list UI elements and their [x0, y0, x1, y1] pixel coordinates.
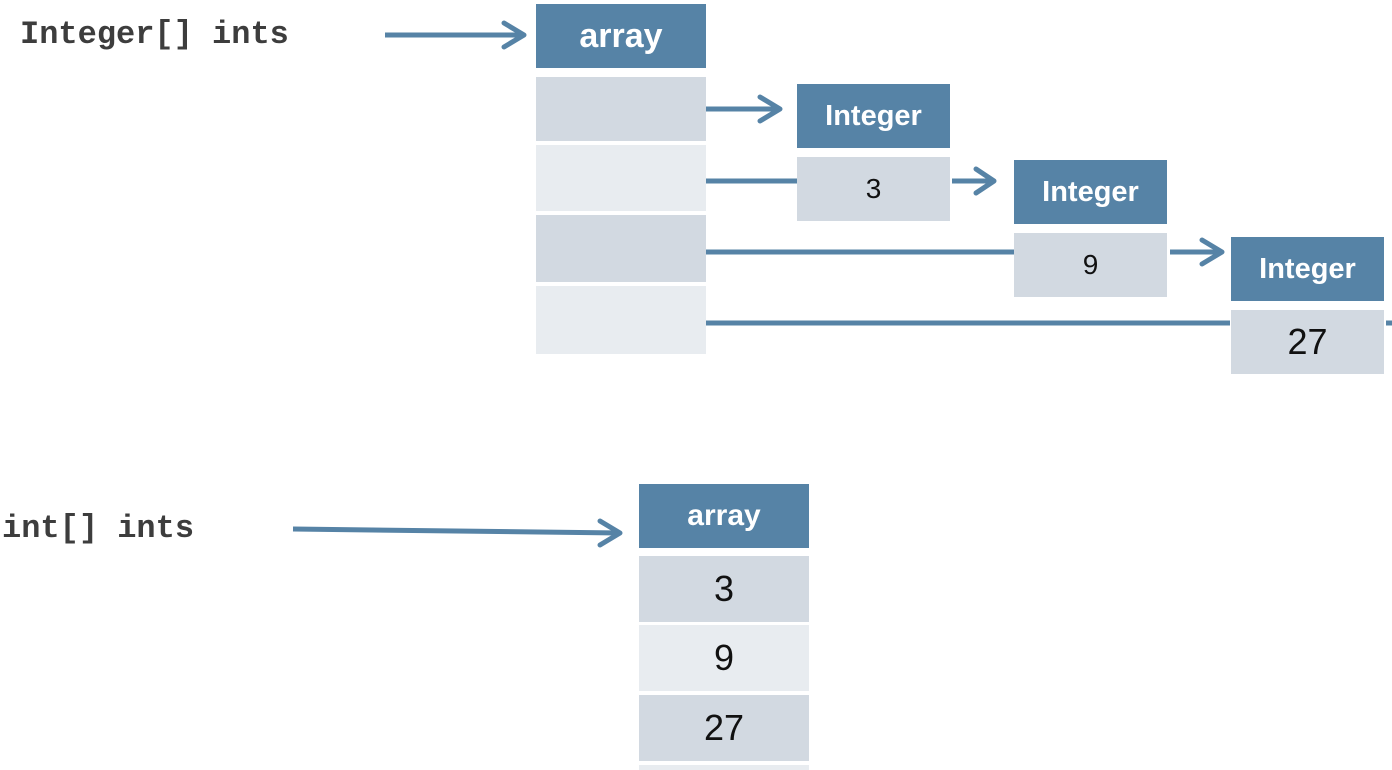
integer-array-declaration: Integer[] ints — [20, 16, 289, 53]
integer-object-1-header: Integer — [797, 84, 950, 148]
bottom-array-cell-3: 27 — [639, 695, 809, 761]
integer-object-2-header: Integer — [1014, 160, 1167, 224]
top-variable-arrow — [385, 20, 527, 50]
top-array-slot-1 — [536, 77, 706, 141]
top-array-slot-4 — [536, 286, 706, 354]
top-array-slot-3 — [536, 215, 706, 282]
top-array-slot-2 — [536, 145, 706, 211]
integer-object-1-value: 3 — [797, 157, 950, 221]
bottom-array-header: array — [639, 484, 809, 548]
bottom-array-cell-1: 3 — [639, 556, 809, 622]
bottom-array-cell-2: 9 — [639, 625, 809, 691]
integer-object-3-value: 27 — [1231, 310, 1384, 374]
bottom-array-cell-4 — [639, 765, 809, 770]
int-array-declaration: int[] ints — [2, 510, 195, 547]
integer-object-2-value: 9 — [1014, 233, 1167, 297]
integer-object-3-header: Integer — [1231, 237, 1384, 301]
object-9-arrow — [1170, 237, 1225, 267]
object-3-arrow — [952, 166, 997, 196]
bottom-variable-arrow — [292, 518, 623, 548]
top-array-header: array — [536, 4, 706, 68]
